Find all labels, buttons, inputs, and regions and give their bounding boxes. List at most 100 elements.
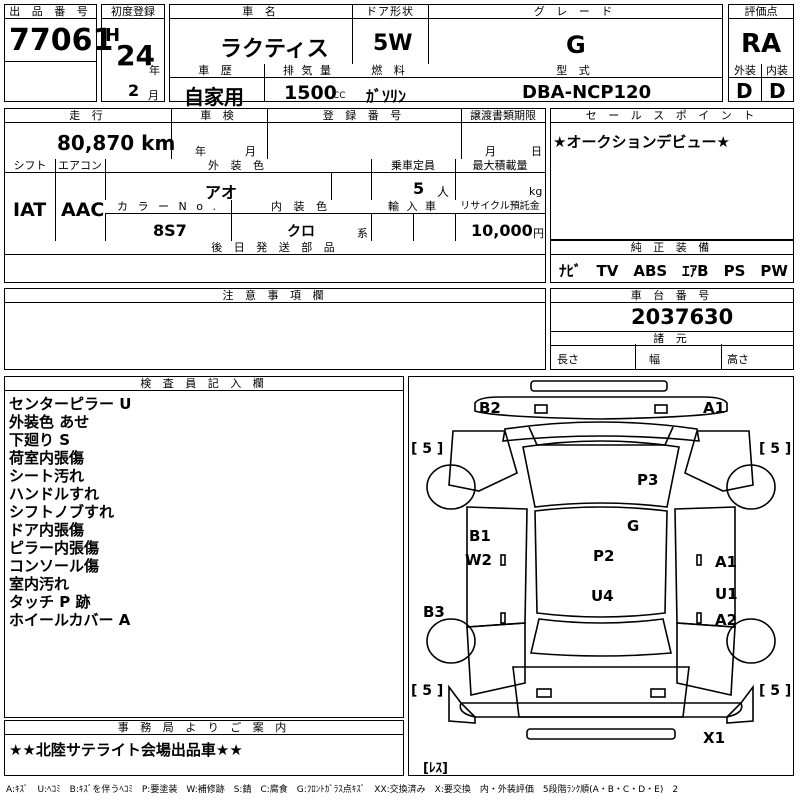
interior-header: 内装 bbox=[761, 64, 793, 78]
damage-mark-p3: P3 bbox=[637, 471, 659, 489]
height-label: 高さ bbox=[727, 353, 749, 366]
car-name: ラクティス bbox=[220, 37, 329, 62]
import-header: 輸 入 車 bbox=[371, 200, 455, 214]
damage-mark-g: G bbox=[627, 517, 640, 535]
lot-number-header: 出 品 番 号 bbox=[5, 5, 96, 19]
inspector-note: センターピラー U bbox=[9, 395, 132, 413]
dims-header: 諸 元 bbox=[551, 331, 793, 346]
inspector-note: コンソール傷 bbox=[9, 557, 100, 575]
tire-rear-right: [ 5 ] bbox=[759, 683, 792, 699]
inspector-note: 外装色 あせ bbox=[9, 413, 90, 431]
exterior-grade: D bbox=[736, 79, 753, 103]
score-value: RA bbox=[741, 29, 782, 59]
chassis-value: 2037630 bbox=[631, 305, 734, 329]
office-value: ★★北陸サテライト会場出品車★★ bbox=[9, 741, 243, 759]
ext-color-header: 外 装 色 bbox=[105, 159, 371, 173]
displacement-header: 排 気 量 bbox=[264, 64, 352, 78]
max-load-header: 最大積載量 bbox=[455, 159, 545, 173]
sales-point-value: ★オークションデビュー★ bbox=[553, 133, 730, 151]
door-type: 5W bbox=[373, 31, 413, 56]
inspector-note: ドア内張傷 bbox=[9, 521, 85, 539]
aircon-value: AAC bbox=[61, 199, 105, 221]
color-no-value: 8S7 bbox=[153, 221, 187, 240]
transfer-day-unit: 日 bbox=[531, 145, 542, 158]
inspector-note: ハンドルすれ bbox=[9, 485, 100, 503]
mileage-value: 80,870 km bbox=[57, 131, 176, 155]
caution-cell: 注 意 事 項 欄 bbox=[4, 288, 546, 370]
fuel-header: 燃 料 bbox=[352, 64, 428, 78]
damage-mark-a2: A2 bbox=[715, 611, 738, 629]
month-unit: 月 bbox=[148, 89, 159, 102]
score-cell: 評価点 RA 外装 内装 D D bbox=[728, 4, 794, 103]
details-block: 走 行 車 検 登 録 番 号 譲渡書類期限 80,870 km 年 月 月 日… bbox=[4, 108, 546, 283]
displacement-value: 1500 bbox=[284, 82, 337, 104]
inspector-notes-list: センターピラー U 外装色 あせ 下廻り S 荷室内張傷 シート汚れ ハンドルす… bbox=[9, 395, 131, 629]
inspector-note: シート汚れ bbox=[9, 467, 85, 485]
damage-mark-b1: B1 bbox=[469, 527, 491, 545]
inspector-note: ホイールカバー A bbox=[9, 611, 131, 629]
aircon-header: エアコン bbox=[55, 159, 105, 173]
color-no-header: カ ラ ー N o . bbox=[105, 200, 231, 214]
length-label: 長さ bbox=[557, 353, 579, 366]
recycle-value: 10,000 bbox=[471, 221, 533, 240]
inspector-note: シフトノブすれ bbox=[9, 503, 115, 521]
damage-mark-u4: U4 bbox=[591, 587, 614, 605]
exterior-header: 外装 bbox=[729, 64, 761, 78]
lot-number: 77061 bbox=[9, 23, 114, 58]
equipment-header: 純 正 装 備 bbox=[551, 241, 793, 255]
mileage-header: 走 行 bbox=[5, 109, 171, 123]
inspection-header: 車 検 bbox=[171, 109, 267, 123]
car-info-block: 車 名 ドア形状 グ レ ー ド ラクティス 5W G 車 歴 排 気 量 燃 … bbox=[169, 4, 723, 109]
reg-month: 2 bbox=[128, 81, 140, 100]
width-label: 幅 bbox=[649, 353, 660, 366]
inspector-note: 荷室内張傷 bbox=[9, 449, 85, 467]
damage-mark-u1: U1 bbox=[715, 585, 738, 603]
era-label: H bbox=[105, 25, 121, 46]
caution-header: 注 意 事 項 欄 bbox=[5, 289, 545, 303]
inspector-note: タッチ P 跡 bbox=[9, 593, 91, 611]
cc-unit: CC bbox=[333, 91, 346, 101]
shift-value: IAT bbox=[13, 199, 47, 221]
load-unit: kg bbox=[529, 185, 543, 198]
first-registration-cell: 初度登録 H 24 年 2 月 bbox=[101, 4, 165, 102]
ext-color-value: アオ bbox=[205, 183, 238, 202]
damage-mark-b3: B3 bbox=[423, 603, 445, 621]
interior-grade: D bbox=[769, 79, 786, 103]
spare-tire-mark: [ﾚｽ] bbox=[423, 761, 448, 776]
fuel-value: ｶﾞｿﾘﾝ bbox=[366, 87, 407, 106]
year-unit: 年 bbox=[149, 64, 160, 77]
history-header: 車 歴 bbox=[170, 64, 264, 78]
sales-point-header: セ ー ル ス ポ イ ン ト bbox=[551, 109, 793, 123]
int-color-header: 内 装 色 bbox=[231, 200, 371, 214]
damage-mark-w2: W2 bbox=[465, 551, 492, 569]
int-color-value: クロ bbox=[287, 224, 315, 240]
inspection-month-unit: 月 bbox=[245, 145, 256, 158]
sales-point-cell: セ ー ル ス ポ イ ン ト ★オークションデビュー★ bbox=[550, 108, 794, 240]
later-parts-header: 後 日 発 送 部 品 bbox=[5, 241, 545, 255]
reg-no-header: 登 録 番 号 bbox=[267, 109, 461, 123]
chassis-header: 車 台 番 号 bbox=[551, 289, 793, 303]
model-value: DBA-NCP120 bbox=[522, 82, 652, 103]
inspector-note: 下廻り S bbox=[9, 431, 71, 449]
tire-rear-left: [ 5 ] bbox=[411, 683, 444, 699]
recycle-unit: 円 bbox=[533, 227, 544, 240]
damage-mark-a1-side: A1 bbox=[715, 553, 738, 571]
tire-front-left: [ 5 ] bbox=[411, 441, 444, 457]
grade-value: G bbox=[566, 31, 586, 59]
inspection-year-unit: 年 bbox=[195, 145, 206, 158]
office-header: 事 務 局 よ り ご 案 内 bbox=[5, 721, 403, 735]
car-diagram: B2 A1 P3 G B1 W2 P2 A1 U4 U1 B3 A2 X1 [ … bbox=[408, 376, 794, 776]
damage-mark-b2: B2 bbox=[479, 399, 501, 417]
capacity-value: 5 bbox=[413, 179, 425, 198]
damage-mark-p2: P2 bbox=[593, 547, 615, 565]
transfer-month-unit: 月 bbox=[485, 145, 496, 158]
grade-header: グ レ ー ド bbox=[428, 5, 722, 19]
door-header: ドア形状 bbox=[352, 5, 428, 19]
shift-header: シフト bbox=[5, 159, 55, 173]
car-name-header: 車 名 bbox=[170, 5, 352, 19]
tire-front-right: [ 5 ] bbox=[759, 441, 792, 457]
transfer-header: 譲渡書類期限 bbox=[461, 109, 545, 123]
office-cell: 事 務 局 よ り ご 案 内 ★★北陸サテライト会場出品車★★ bbox=[4, 720, 404, 776]
car-outline-svg bbox=[426, 380, 776, 740]
recycle-header: リサイクル預託金 bbox=[455, 200, 545, 214]
